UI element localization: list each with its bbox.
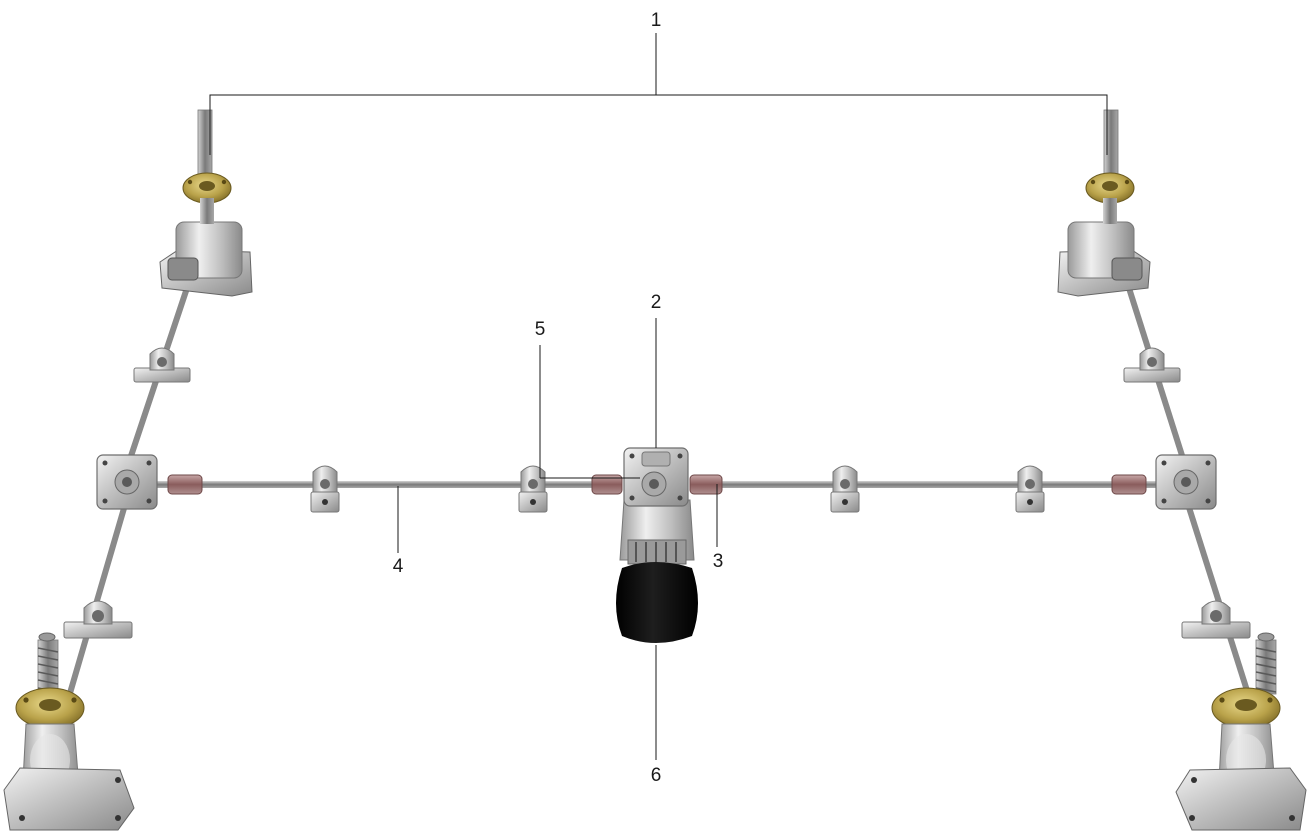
- coupling: [591, 474, 623, 495]
- callout-labels: 1 2 3 4 5 6: [393, 10, 724, 786]
- central-gearbox: [623, 447, 689, 507]
- screw-jack-front-left: [3, 632, 135, 831]
- coupling: [689, 474, 723, 495]
- motor-fan-cover: [616, 562, 698, 643]
- bearing-block: [63, 600, 133, 639]
- bearing-block: [518, 465, 548, 513]
- bearing-block: [1015, 465, 1045, 513]
- callout-label-5: 5: [535, 319, 546, 340]
- line-shaft-left: [150, 481, 620, 488]
- shaft-right-to-front-jack: [1183, 497, 1253, 701]
- bearing-block: [133, 347, 191, 383]
- coupling: [1111, 474, 1147, 495]
- callout-label-1: 1: [651, 10, 662, 31]
- bearing-block: [1123, 347, 1181, 383]
- screw-jack-front-right: [1175, 632, 1307, 831]
- bearing-block: [310, 465, 340, 513]
- callout-label-2: 2: [651, 292, 662, 313]
- bearing-blocks: [63, 347, 1251, 639]
- shaft-left-to-front-jack: [65, 497, 130, 701]
- callout-label-6: 6: [651, 765, 662, 786]
- bearing-block: [1181, 600, 1251, 639]
- motor: [616, 499, 698, 643]
- couplings: [167, 474, 1147, 495]
- leader-bracket-1: [209, 94, 1108, 155]
- line-shaft-right: [690, 481, 1170, 488]
- callout-label-4: 4: [393, 556, 404, 577]
- corner-gearbox-right: [1155, 454, 1217, 510]
- bearing-block: [830, 465, 860, 513]
- screw-jack-back-right: [1057, 109, 1151, 297]
- callout-label-3: 3: [713, 551, 724, 572]
- screw-jack-back-left: [159, 109, 253, 297]
- coupling: [167, 474, 203, 495]
- leader-lines: [209, 33, 1108, 760]
- corner-gearbox-left: [96, 454, 158, 510]
